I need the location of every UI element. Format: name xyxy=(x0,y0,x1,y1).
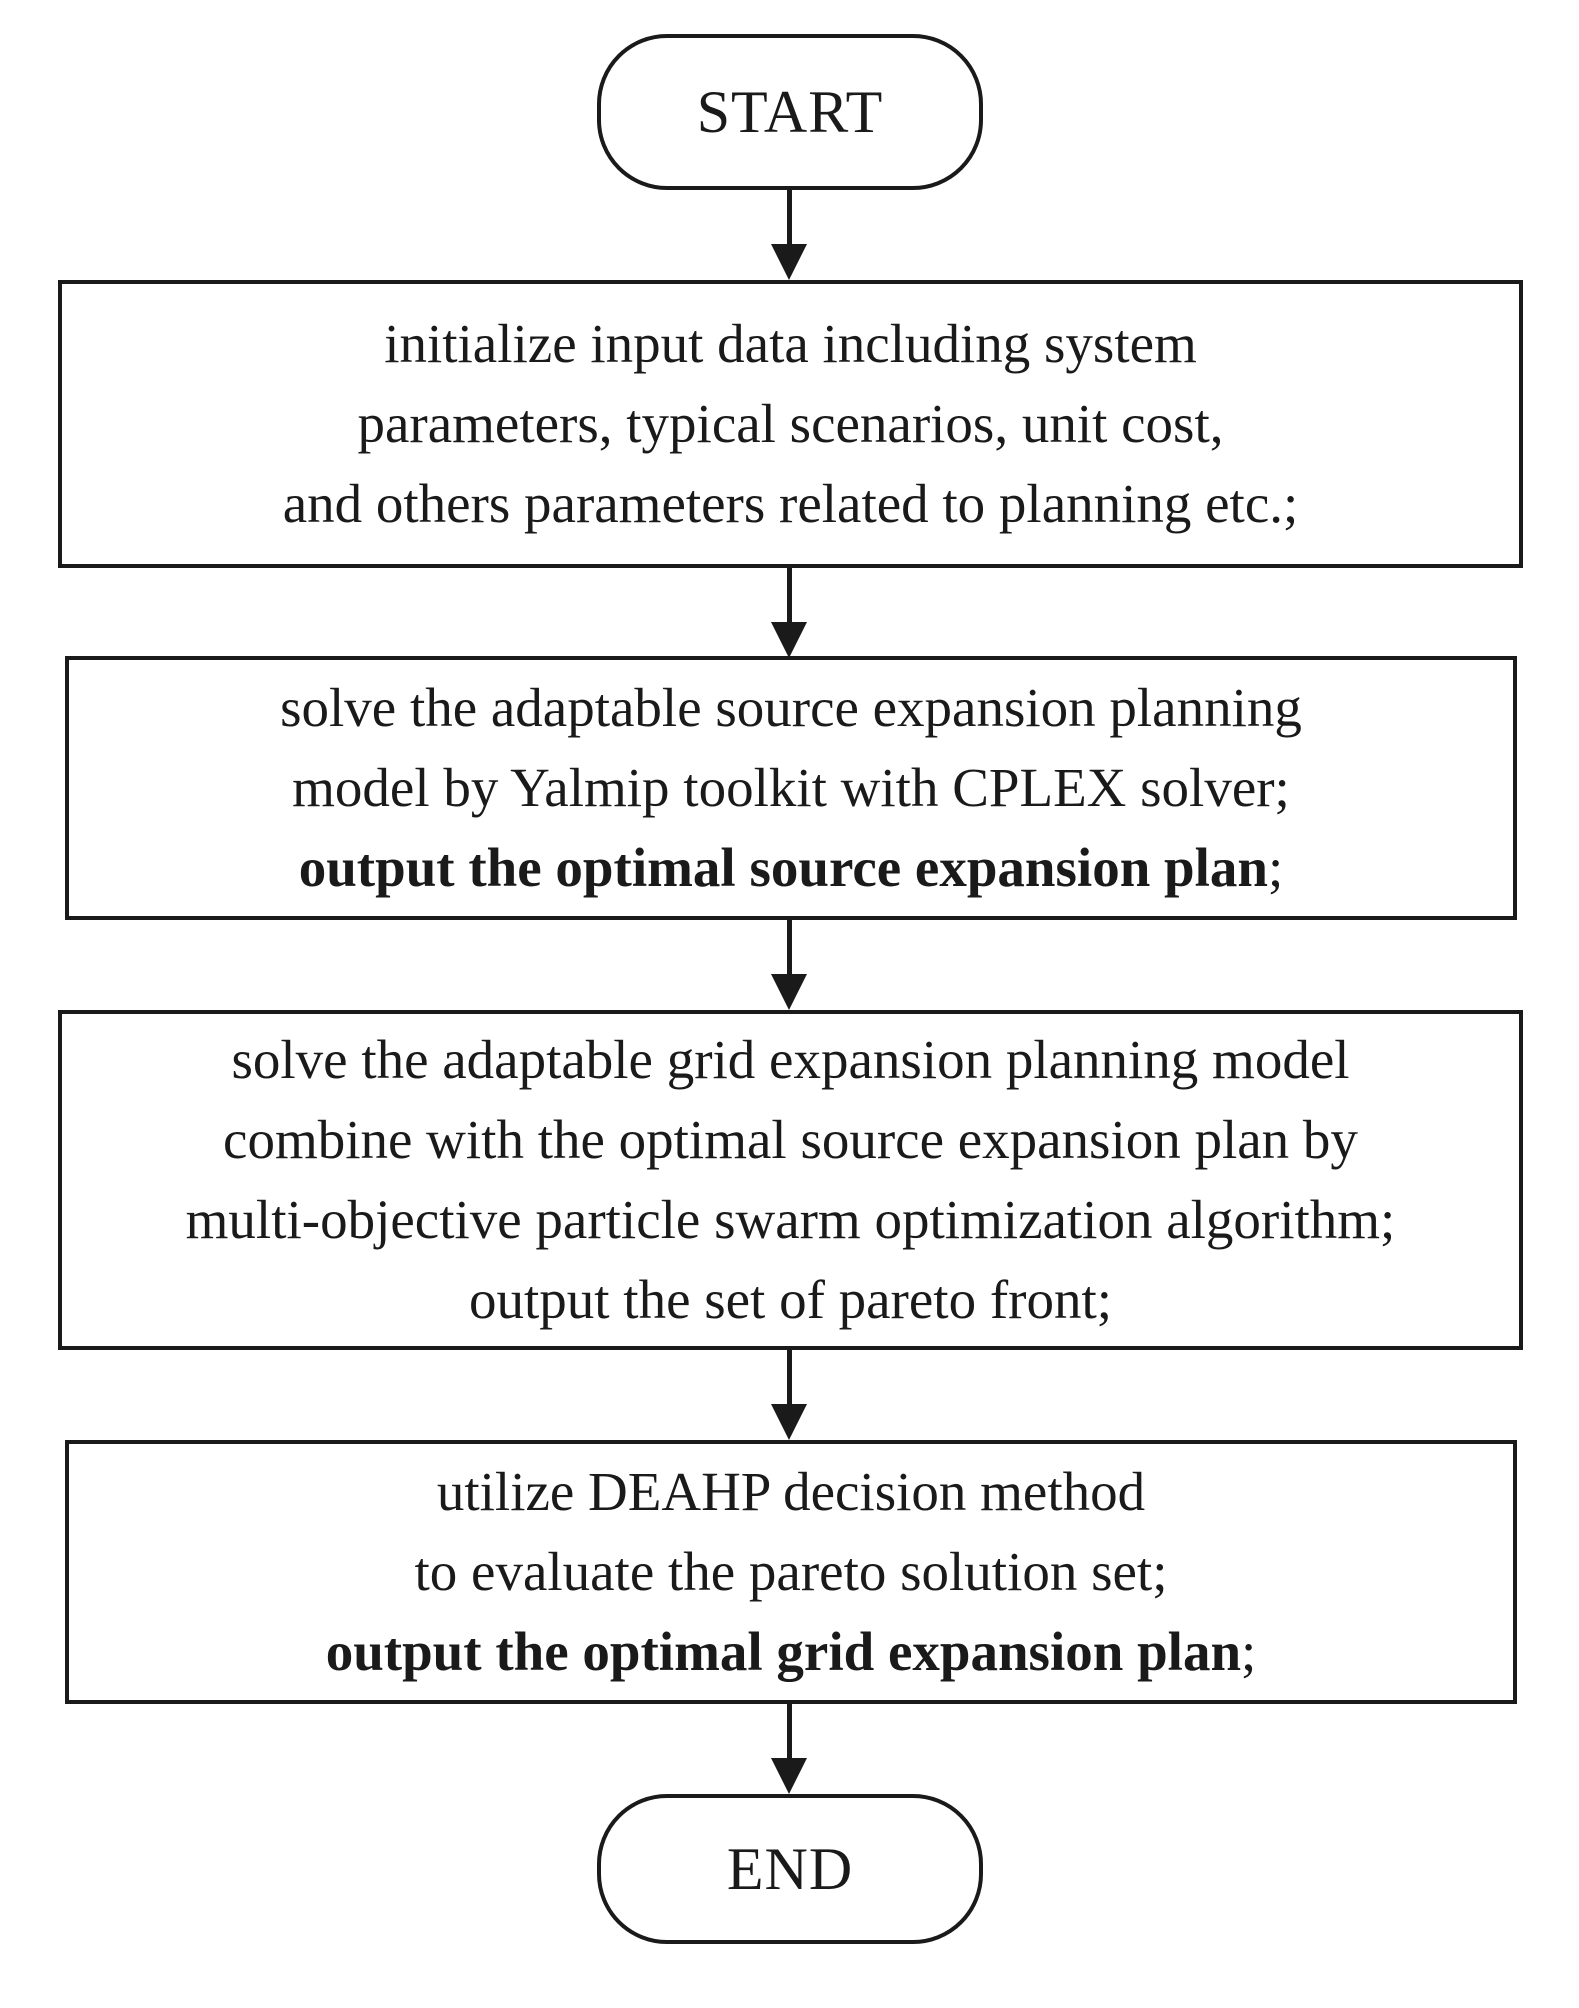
process-box-source-expansion: solve the adaptable source expansion pla… xyxy=(65,656,1517,920)
step3-line2: combine with the optimal source expansio… xyxy=(223,1109,1358,1170)
step2-line2: model by Yalmip toolkit with CPLEX solve… xyxy=(292,757,1290,818)
step2-line1: solve the adaptable source expansion pla… xyxy=(280,677,1302,738)
process-box-initialize: initialize input data including system p… xyxy=(58,280,1523,568)
process-box-deahp-decision: utilize DEAHP decision method to evaluat… xyxy=(65,1440,1517,1704)
arrowhead-step4 xyxy=(771,1404,807,1440)
arrow-step3-to-step4 xyxy=(787,1350,792,1406)
step2-output-emphasis: output the optimal source expansion plan xyxy=(298,837,1268,898)
step3-line3: multi-objective particle swarm optimizat… xyxy=(185,1189,1396,1250)
arrow-start-to-step1 xyxy=(787,190,792,246)
step3-line4: output the set of pareto front; xyxy=(468,1269,1113,1330)
step4-line3: output the optimal grid expansion plan; xyxy=(326,1612,1257,1692)
arrow-step1-to-step2 xyxy=(787,568,792,624)
step4-output-emphasis: output the optimal grid expansion plan xyxy=(325,1621,1242,1682)
step2-line3: output the optimal source expansion plan… xyxy=(299,828,1284,908)
step1-line2: parameters, typical scenarios, unit cost… xyxy=(357,393,1224,454)
step4-line3-suffix: ; xyxy=(1241,1621,1257,1682)
step4-line2: to evaluate the pareto solution set; xyxy=(414,1541,1168,1602)
arrow-step4-to-end xyxy=(787,1704,792,1760)
process-box-grid-expansion: solve the adaptable grid expansion plann… xyxy=(58,1010,1523,1350)
arrowhead-step3 xyxy=(771,974,807,1010)
arrowhead-end xyxy=(771,1758,807,1794)
step4-line1: utilize DEAHP decision method xyxy=(436,1461,1146,1522)
arrowhead-step2 xyxy=(771,622,807,658)
start-label: START xyxy=(696,78,884,145)
start-terminal: START xyxy=(597,34,983,190)
step1-line1: initialize input data including system xyxy=(384,313,1197,374)
arrow-step2-to-step3 xyxy=(787,920,792,976)
step3-line1: solve the adaptable grid expansion plann… xyxy=(231,1029,1350,1090)
step1-line3: and others parameters related to plannin… xyxy=(282,473,1299,534)
end-label: END xyxy=(726,1835,854,1902)
end-terminal: END xyxy=(597,1794,983,1944)
step2-line3-suffix: ; xyxy=(1268,837,1284,898)
arrowhead-step1 xyxy=(771,244,807,280)
